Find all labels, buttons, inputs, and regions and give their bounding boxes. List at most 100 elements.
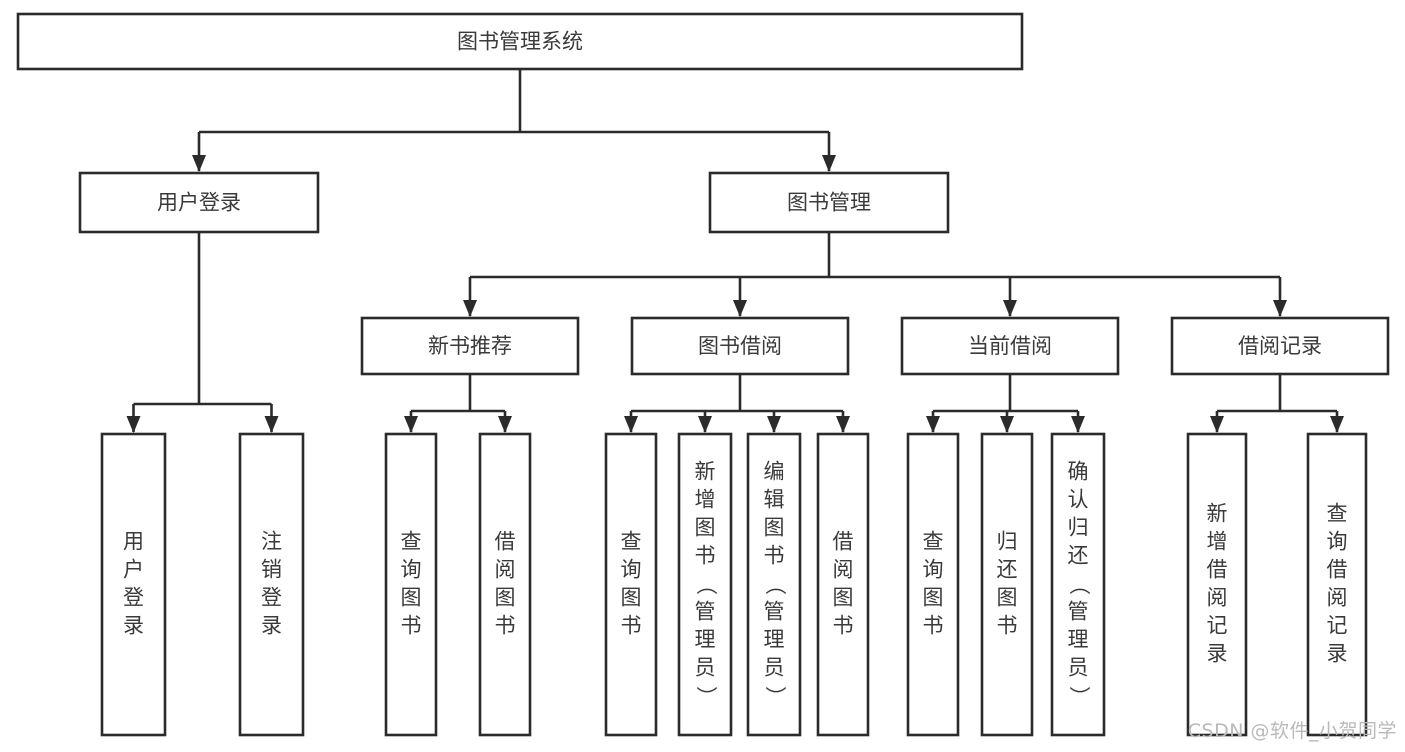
edge-current_borrow-arrow-1	[1000, 416, 1014, 433]
node-level3-2-rect	[900, 316, 1120, 376]
edge-bookmanage-arrow-2	[1003, 300, 1017, 317]
svg-text:辑: 辑	[764, 488, 785, 512]
svg-text:（: （	[694, 574, 718, 595]
svg-text:归: 归	[997, 530, 1018, 554]
svg-text:询: 询	[401, 558, 422, 582]
node-leaf-new_book_recommend-1-rect	[478, 432, 532, 737]
node-leaf-new_book_recommend-0-rect	[384, 432, 438, 737]
svg-text:阅: 阅	[1327, 586, 1348, 610]
svg-text:图: 图	[621, 586, 642, 610]
svg-text:）: ）	[694, 686, 718, 707]
node-leaf-borrow_record-0-rect	[1186, 432, 1248, 737]
node-level2-1[interactable]: 图书管理	[708, 171, 950, 234]
svg-text:图: 图	[833, 586, 854, 610]
svg-text:阅: 阅	[833, 558, 854, 582]
svg-text:编: 编	[764, 460, 785, 484]
svg-text:询: 询	[923, 558, 944, 582]
node-leaf-user_login-0-label: 用户登录	[123, 530, 144, 638]
node-leaf-book_borrow-0-rect	[604, 432, 658, 737]
svg-text:（: （	[1067, 574, 1091, 595]
svg-text:图: 图	[695, 516, 716, 540]
node-level3-2-label: 当前借阅	[968, 334, 1052, 358]
svg-text:询: 询	[1327, 530, 1348, 554]
node-level3-0-label: 新书推荐	[428, 334, 512, 358]
node-level2-1-label: 图书管理	[787, 191, 871, 215]
svg-text:询: 询	[621, 558, 642, 582]
edge-root-arrow-1	[822, 155, 836, 172]
edge-user_login-arrow-1	[264, 416, 279, 433]
svg-text:还: 还	[997, 558, 1018, 582]
node-level3-2[interactable]: 当前借阅	[900, 316, 1120, 376]
node-level3-0[interactable]: 新书推荐	[360, 316, 580, 376]
svg-text:借: 借	[833, 530, 854, 554]
svg-text:（: （	[763, 574, 787, 595]
edge-borrow_record-arrow-0	[1210, 416, 1224, 433]
edge-borrow_record-arrow-1	[1330, 416, 1344, 433]
svg-text:记: 记	[1327, 614, 1348, 638]
node-level2-0-rect	[78, 171, 320, 234]
node-level2-0[interactable]: 用户登录	[78, 171, 320, 234]
edge-current_borrow-arrow-2	[1071, 416, 1085, 433]
edge-user_login-arrow-0	[126, 416, 141, 433]
svg-text:录: 录	[261, 614, 282, 638]
node-level3-1[interactable]: 图书借阅	[630, 316, 850, 376]
svg-text:登: 登	[261, 586, 282, 610]
svg-text:管: 管	[764, 600, 785, 624]
svg-text:员: 员	[1068, 656, 1089, 680]
svg-text:书: 书	[695, 544, 716, 568]
node-level3-3-label: 借阅记录	[1238, 334, 1322, 358]
svg-text:用: 用	[123, 530, 144, 554]
node-level2-0-label: 用户登录	[157, 191, 241, 215]
node-level3-3[interactable]: 借阅记录	[1170, 316, 1390, 376]
node-leaf-user_login-0[interactable]: 用户登录	[100, 432, 167, 737]
svg-text:书: 书	[923, 614, 944, 638]
node-root-box[interactable]: 图书管理系统	[16, 12, 1024, 71]
svg-text:书: 书	[764, 544, 785, 568]
svg-text:书: 书	[401, 614, 422, 638]
svg-text:书: 书	[997, 614, 1018, 638]
svg-text:户: 户	[123, 558, 144, 582]
svg-text:新: 新	[695, 460, 716, 484]
svg-text:）: ）	[763, 686, 787, 707]
svg-text:录: 录	[123, 614, 144, 638]
svg-text:查: 查	[621, 530, 642, 554]
svg-text:图: 图	[764, 516, 785, 540]
svg-text:管: 管	[695, 600, 716, 624]
svg-text:借: 借	[495, 530, 516, 554]
node-leaf-book_borrow-2-rect	[746, 432, 802, 737]
svg-text:还: 还	[1068, 544, 1089, 568]
svg-text:登: 登	[123, 586, 144, 610]
svg-text:理: 理	[1068, 628, 1089, 652]
edge-book_borrow-arrow-2	[767, 416, 781, 433]
svg-text:查: 查	[401, 530, 422, 554]
svg-text:归: 归	[1068, 516, 1089, 540]
svg-text:确: 确	[1068, 460, 1089, 484]
node-level3-1-label: 图书借阅	[698, 334, 782, 358]
node-leaf-borrow_record-1-rect	[1306, 432, 1368, 737]
svg-text:借: 借	[1327, 558, 1348, 582]
edge-book_borrow-arrow-3	[836, 416, 850, 433]
svg-text:录: 录	[1207, 642, 1228, 666]
